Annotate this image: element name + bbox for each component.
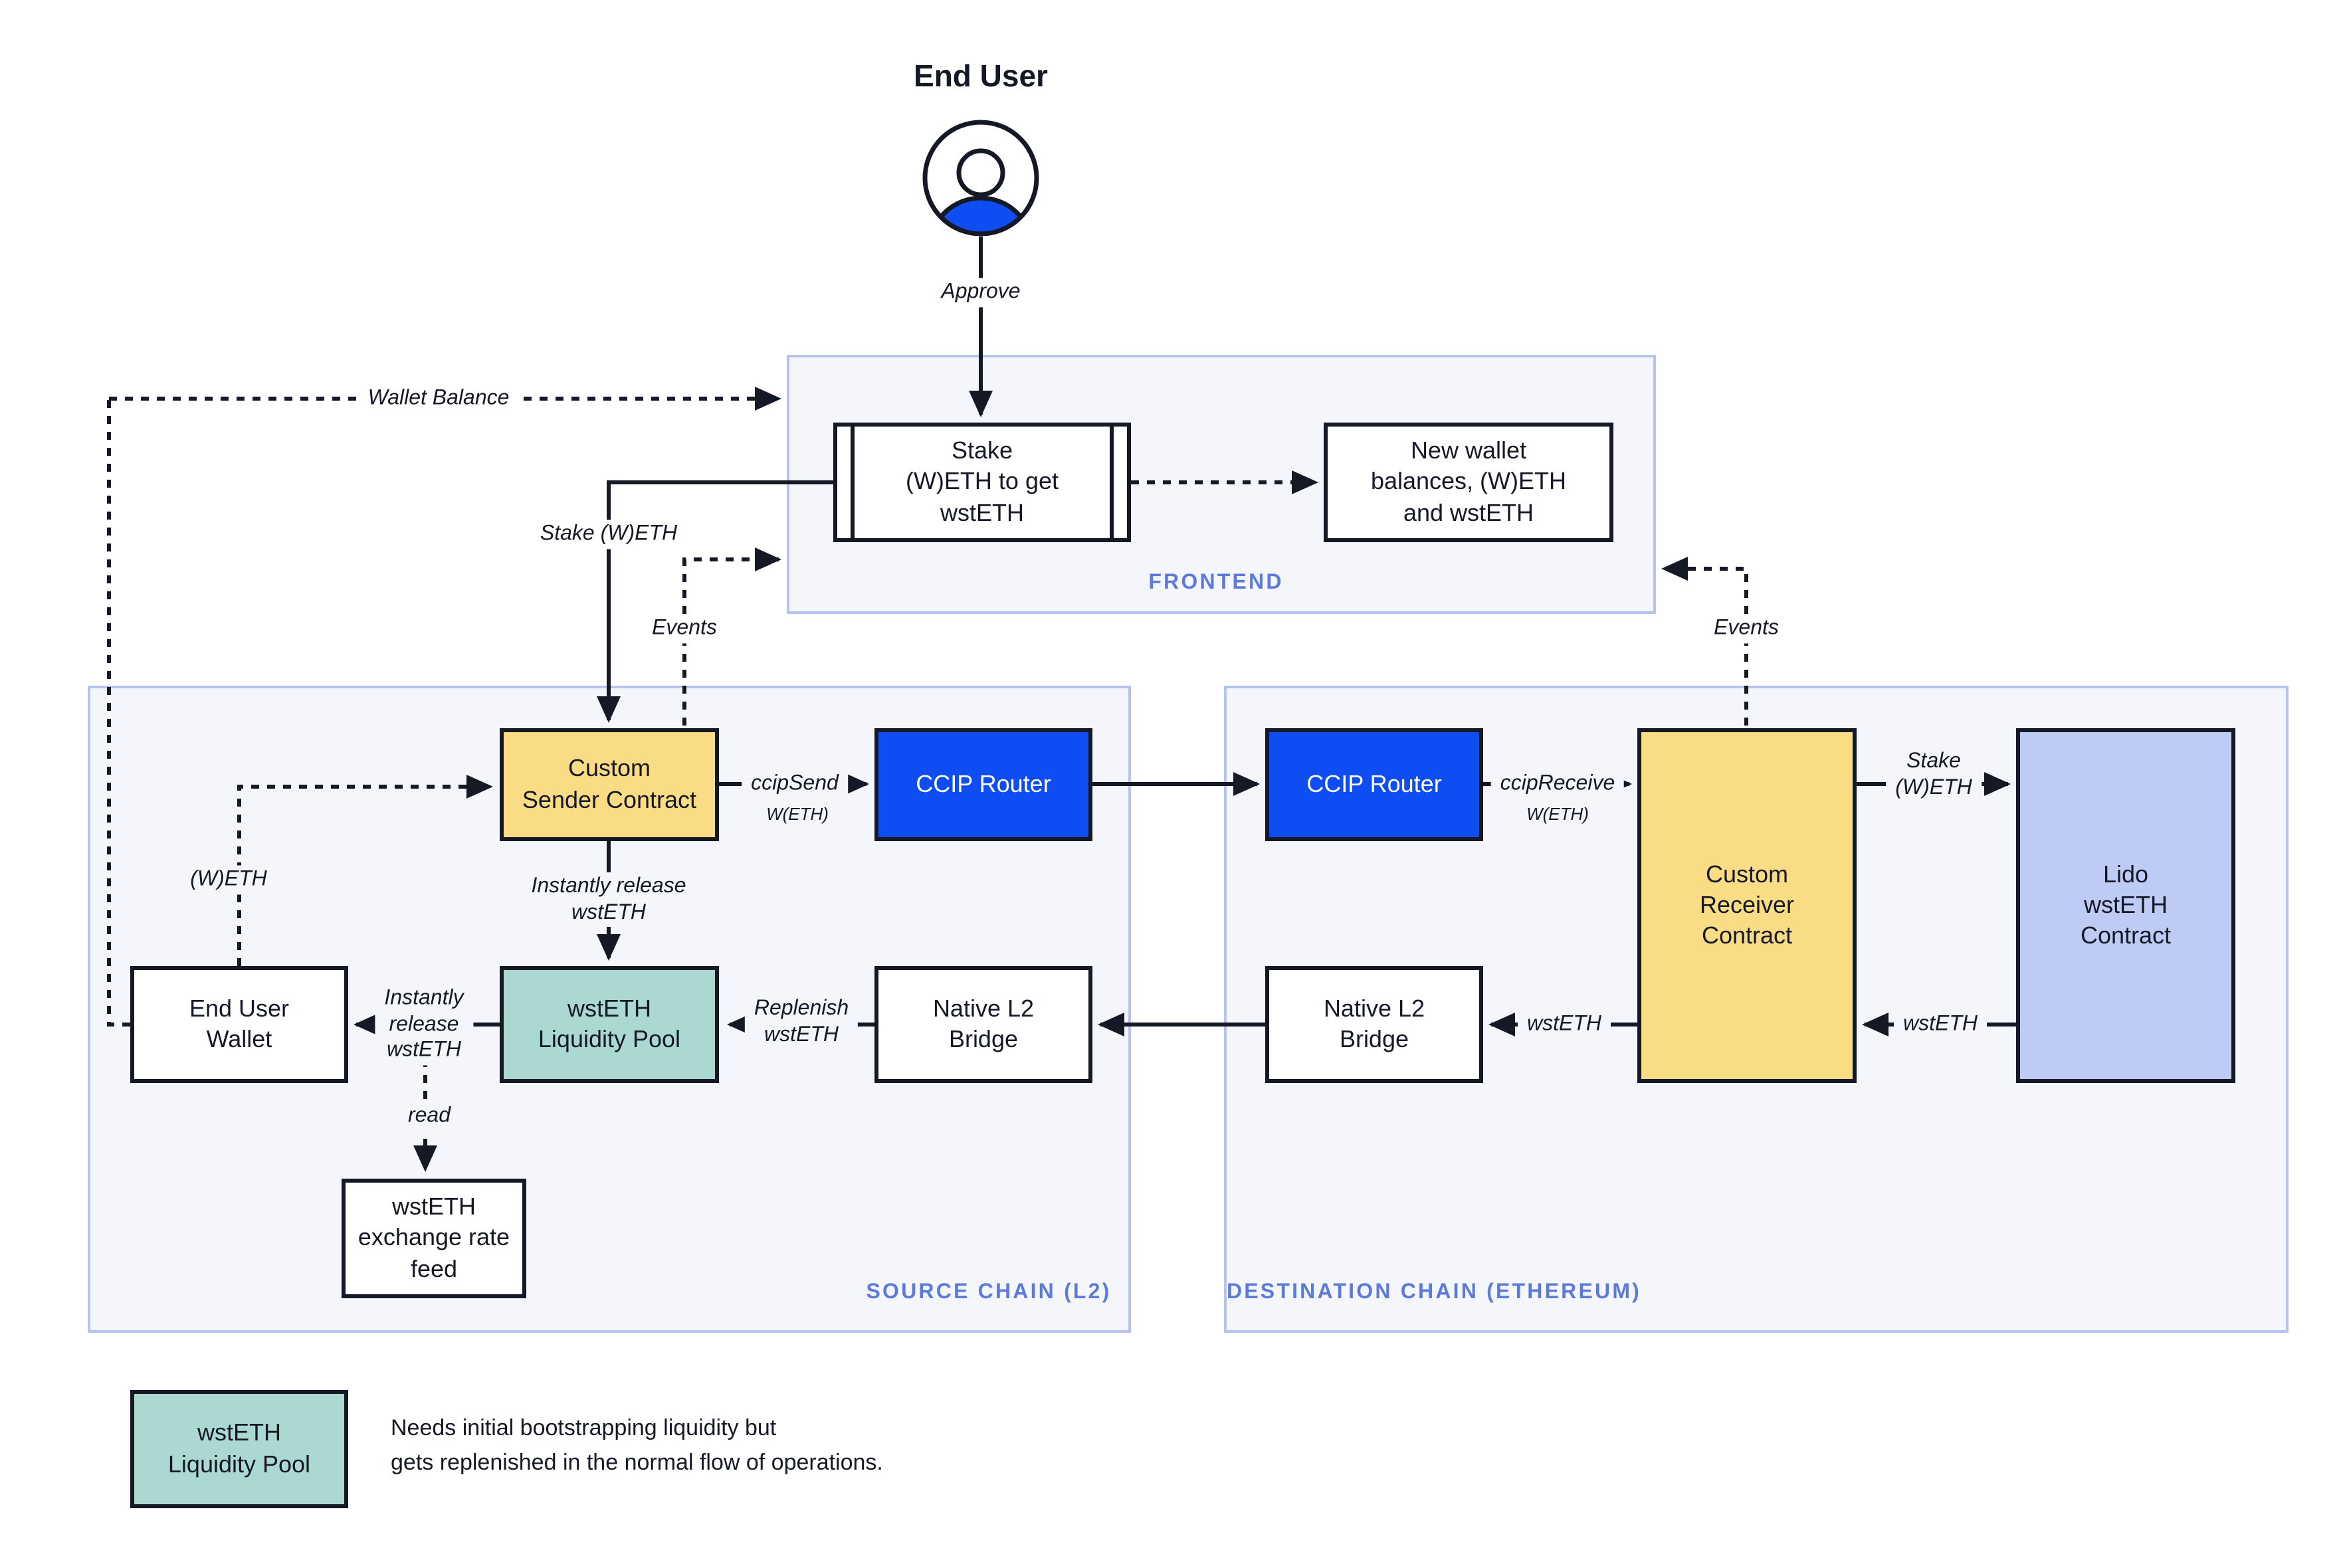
label-stake-weth-dest: Stake (W)ETH	[1886, 747, 1982, 803]
node-native-l2-bridge-source: Native L2 Bridge	[874, 966, 1092, 1083]
node-ccip-router-dest: CCIP Router	[1265, 728, 1483, 841]
label-events-left: Events	[643, 614, 726, 643]
edge-stake-weth-down	[597, 480, 833, 723]
end-user-avatar-icon	[922, 120, 1039, 237]
label-ccipreceive-token: W(ETH)	[1526, 804, 1589, 825]
label-replenish-wsteth: Replenish wstETH	[744, 994, 859, 1050]
label-instant-release-vertical: Instantly release wstETH	[522, 872, 696, 928]
label-instant-release-horizontal: Instantly release wstETH	[375, 984, 473, 1065]
label-approve: Approve	[932, 278, 1030, 307]
label-ccipsend: ccipSend	[742, 769, 848, 799]
label-read: read	[398, 1102, 460, 1131]
legend-liquidity-pool-swatch: wstETH Liquidity Pool	[130, 1390, 348, 1508]
node-wsteth-liquidity-pool: wstETH Liquidity Pool	[500, 966, 719, 1083]
label-wsteth-to-bridge: wstETH	[1518, 1010, 1611, 1039]
source-chain-title: SOURCE CHAIN (L2)	[866, 1281, 1112, 1304]
node-stake-weth-box: Stake (W)ETH to get wstETH	[833, 423, 1131, 542]
node-ccip-router-source: CCIP Router	[874, 728, 1092, 841]
node-lido-wsteth-contract: Lido wstETH Contract	[2016, 728, 2235, 1083]
avatar-outline	[922, 120, 1039, 237]
node-wsteth-exchange-rate-feed: wstETH exchange rate feed	[342, 1179, 526, 1298]
avatar-shoulders	[927, 195, 1035, 232]
label-ccipreceive: ccipReceive	[1490, 769, 1625, 799]
node-new-wallet-balances: New wallet balances, (W)ETH and wstETH	[1324, 423, 1613, 542]
label-events-right: Events	[1704, 614, 1788, 643]
edge-events-right	[1661, 557, 1748, 726]
label-stake-weth: Stake (W)ETH	[530, 520, 687, 549]
node-custom-sender-contract: Custom Sender Contract	[500, 728, 719, 841]
frontend-title: FRONTEND	[1148, 571, 1284, 594]
label-weth-return: (W)ETH	[181, 865, 276, 894]
node-end-user-wallet: End User Wallet	[130, 966, 348, 1083]
destination-chain-title: DESTINATION CHAIN (ETHEREUM)	[1226, 1281, 1642, 1304]
avatar-head	[956, 148, 1005, 197]
legend-note: Needs initial bootstrapping liquidity bu…	[391, 1415, 883, 1476]
label-ccipsend-token: W(ETH)	[766, 804, 829, 825]
edge-events-left	[682, 547, 781, 726]
edge-wallet-balance-riser	[107, 399, 130, 1027]
edge-weth-return	[237, 775, 493, 966]
end-user-title: End User	[914, 58, 1048, 93]
label-wsteth-from-lido: wstETH	[1894, 1010, 1987, 1039]
label-wallet-balance: Wallet Balance	[358, 384, 519, 413]
node-custom-receiver-contract: Custom Receiver Contract	[1637, 728, 1857, 1083]
node-native-l2-bridge-dest: Native L2 Bridge	[1265, 966, 1483, 1083]
